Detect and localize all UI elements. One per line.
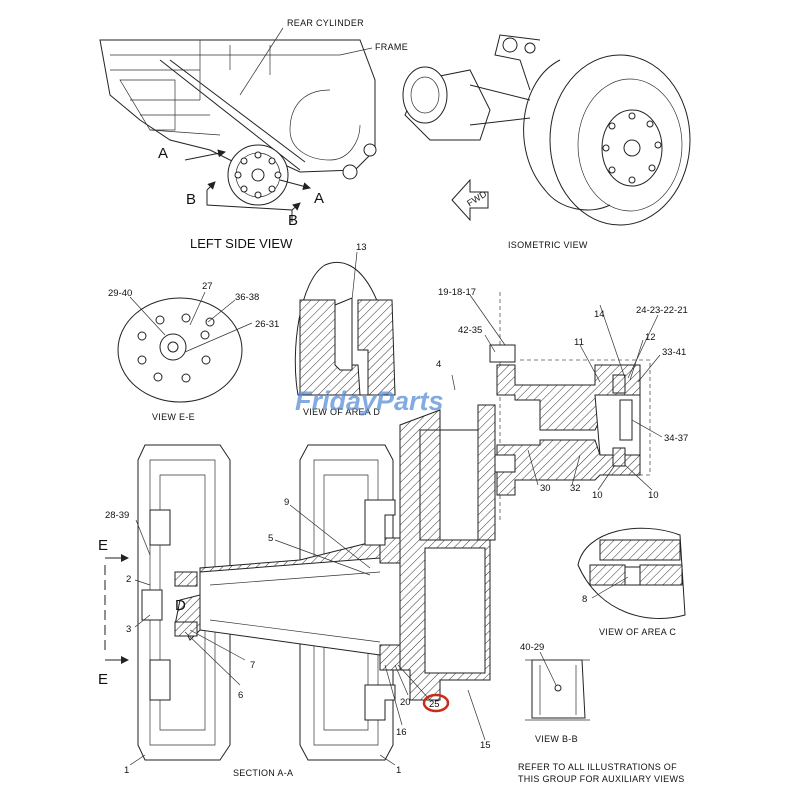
label-36-38: 36-38 — [235, 292, 259, 303]
label-30: 30 — [540, 483, 551, 494]
view-area-d-title: VIEW OF AREA D — [303, 407, 380, 417]
label-19-18-17: 19-18-17 — [438, 287, 476, 298]
section-e-top-letter: E — [98, 537, 108, 554]
label-24-21: 24-23-22-21 — [636, 305, 688, 316]
isometric-view-title: ISOMETRIC VIEW — [508, 240, 588, 250]
label-8: 8 — [582, 594, 587, 605]
label-3: 3 — [126, 624, 131, 635]
label-15: 15 — [480, 740, 491, 751]
label-1-right: 1 — [396, 765, 401, 776]
view-area-d: 13 VIEW OF AREA D — [294, 242, 396, 417]
left-side-view: REAR CYLINDER FRAME A A B B LEFT SIDE VI… — [99, 18, 408, 251]
label-10-right: 10 — [648, 490, 659, 501]
label-29-40: 29-40 — [108, 288, 132, 299]
label-1-left: 1 — [124, 765, 129, 776]
view-bb-title: VIEW B-B — [535, 734, 578, 744]
label-6: 6 — [238, 690, 243, 701]
section-a-left-letter: A — [158, 145, 168, 162]
label-25-highlight — [422, 693, 450, 713]
section-b-right-letter: B — [288, 212, 298, 229]
label-12: 12 — [645, 332, 656, 343]
footnote-line1: REFER TO ALL ILLUSTRATIONS OF — [518, 762, 677, 772]
label-7: 7 — [250, 660, 255, 671]
frame-label: FRAME — [375, 42, 408, 52]
label-28-39: 28-39 — [105, 510, 129, 521]
label-20: 20 — [400, 697, 411, 708]
iso-bolt-ring — [602, 112, 662, 184]
view-b-b: 40-29 VIEW B-B — [520, 642, 590, 744]
label-16: 16 — [396, 727, 407, 738]
left-side-view-title: LEFT SIDE VIEW — [190, 236, 293, 251]
label-13: 13 — [356, 242, 367, 253]
footnote-line2: THIS GROUP FOR AUXILIARY VIEWS — [518, 774, 685, 784]
section-b-left-letter: B — [186, 191, 196, 208]
rear-cylinder-label: REAR CYLINDER — [287, 18, 364, 28]
hub-bolt-circle — [234, 151, 282, 199]
label-32: 32 — [570, 483, 581, 494]
isometric-view: FWD ISOMETRIC VIEW — [402, 34, 691, 250]
label-33-41: 33-41 — [662, 347, 686, 358]
label-11: 11 — [574, 337, 584, 348]
label-27: 27 — [202, 281, 213, 292]
section-e-bottom-letter: E — [98, 671, 108, 688]
section-aa-title: SECTION A-A — [233, 768, 293, 778]
label-26-31: 26-31 — [255, 319, 279, 330]
label-25: 25 — [429, 699, 440, 710]
watermark: FridayParts — [295, 386, 444, 416]
watermark-text: FridayParts — [295, 386, 444, 416]
ee-bolt-holes — [137, 313, 215, 383]
area-d-letter: D — [175, 597, 186, 614]
view-e-e: 29-40 27 36-38 26-31 VIEW E-E — [108, 281, 279, 422]
label-2: 2 — [126, 574, 131, 585]
view-area-c: 8 VIEW OF AREA C — [577, 527, 686, 637]
label-10-left: 10 — [592, 490, 603, 501]
section-a-a: E E D 28-39 9 5 2 3 7 6 1 1 20 25 16 15 … — [98, 404, 496, 778]
label-40-29: 40-29 — [520, 642, 544, 653]
label-42-35: 42-35 — [458, 325, 482, 336]
section-a-right-letter: A — [314, 190, 324, 207]
label-9: 9 — [284, 497, 289, 508]
label-4: 4 — [436, 359, 441, 370]
view-ee-title: VIEW E-E — [152, 412, 195, 422]
label-14: 14 — [594, 309, 605, 320]
view-area-c-title: VIEW OF AREA C — [599, 627, 676, 637]
hub-detail-c: 19-18-17 42-35 4 14 24-23-22-21 12 11 33… — [436, 287, 688, 520]
label-5: 5 — [268, 533, 273, 544]
label-34-37: 34-37 — [664, 433, 688, 444]
